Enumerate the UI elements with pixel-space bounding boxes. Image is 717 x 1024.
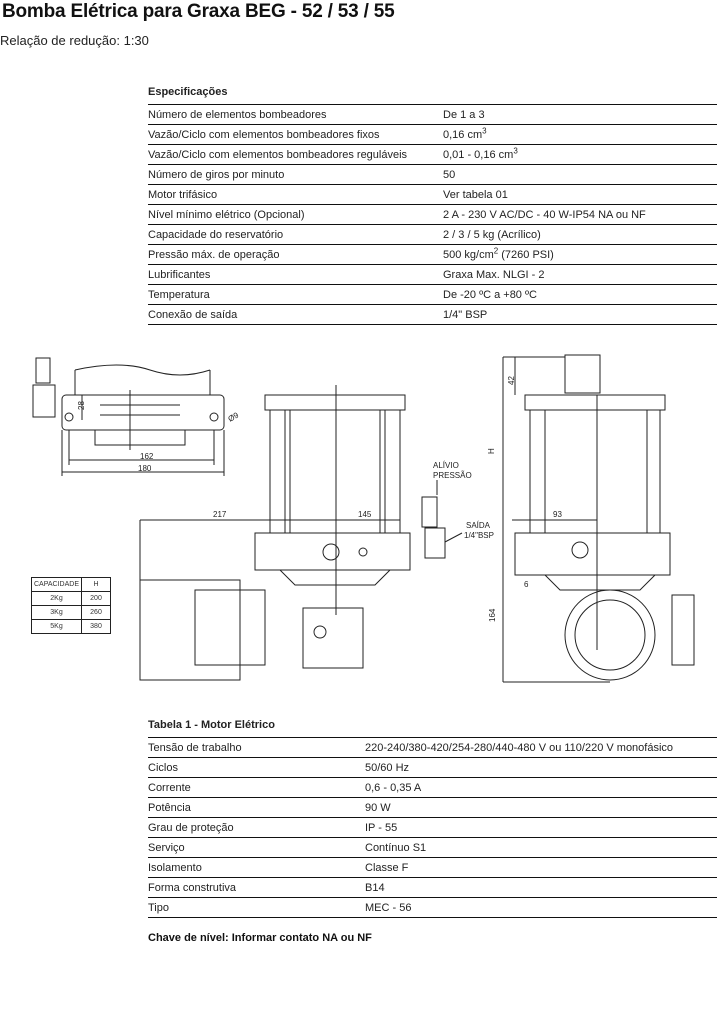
row-label: Nível mínimo elétrico (Opcional) — [148, 208, 305, 221]
row-value: 50/60 Hz — [365, 761, 410, 774]
table-row: Corrente 0,6 - 0,35 A — [148, 777, 717, 797]
row-value: De 1 a 3 — [443, 108, 485, 121]
row-label: Motor trifásico — [148, 188, 218, 201]
row-value: Ver tabela 01 — [443, 188, 508, 201]
dim-hole: Ø9 — [227, 410, 241, 423]
row-label: Pressão máx. de operação — [148, 248, 280, 261]
row-value: De -20 ºC a +80 ºC — [443, 288, 537, 301]
row-value: B14 — [365, 881, 385, 894]
row-label: Forma construtiva — [148, 881, 237, 894]
mounting-plate-view: 162 180 28 Ø9 — [32, 357, 241, 476]
table-row: Potência 90 W — [148, 797, 717, 817]
label-pressao: PRESSÃO — [433, 471, 472, 480]
row-value: 1/4" BSP — [443, 308, 488, 321]
specs-table: Especificações Número de elementos bombe… — [148, 86, 717, 325]
row-label: Tipo — [148, 901, 169, 914]
table-row: Motor trifásico Ver tabela 01 — [148, 184, 717, 204]
row-value: 0,16 cm3 — [443, 125, 487, 141]
technical-drawing: 162 180 28 Ø9 217 145 ALÍVIO PRESSÃO SAÍ… — [32, 354, 695, 683]
row-value: 2 A - 230 V AC/DC - 40 W-IP54 NA ou NF — [443, 208, 646, 221]
row-label: Lubrificantes — [148, 268, 211, 281]
table-row: Serviço Contínuo S1 — [148, 837, 717, 857]
table-row: Tensão de trabalho 220-240/380-420/254-28… — [148, 737, 717, 757]
table-row: Temperatura De -20 ºC a +80 ºC — [148, 284, 717, 304]
specs-caption: Especificações — [148, 86, 228, 98]
row-label: Tensão de trabalho — [148, 741, 242, 754]
cap-cell: 380 — [81, 619, 111, 634]
row-label: Ciclos — [148, 761, 178, 774]
row-label: Vazão/Ciclo com elementos bombeadores fi… — [148, 128, 380, 141]
table-row: Grau de proteção IP - 55 — [148, 817, 717, 837]
dim-162: 162 — [140, 452, 154, 461]
row-label: Vazão/Ciclo com elementos bombeadores re… — [148, 148, 408, 161]
table-row: Pressão máx. de operação 500 kg/cm2 (7260… — [148, 244, 717, 264]
label-alivio: ALÍVIO — [433, 461, 459, 470]
row-label: Grau de proteção — [148, 821, 234, 834]
cap-cell: 2Kg — [31, 591, 82, 606]
motor-table: Tabela 1 - Motor Elétrico Tensão de trab… — [148, 719, 717, 918]
table-row: Isolamento Classe F — [148, 857, 717, 877]
table-row: Número de elementos bombeadores De 1 a 3 — [148, 104, 717, 124]
row-value: 2 / 3 / 5 kg (Acrílico) — [443, 228, 541, 241]
row-label: Capacidade do reservatório — [148, 228, 284, 241]
dim-217: 217 — [213, 510, 227, 519]
subtitle: Relação de redução: 1:30 — [0, 33, 149, 48]
row-label: Número de elementos bombeadores — [148, 108, 327, 121]
dim-145: 145 — [358, 510, 372, 519]
row-value: Graxa Max. NLGI - 2 — [443, 268, 545, 281]
cap-header-h: H — [81, 577, 111, 592]
table-row: Vazão/Ciclo com elementos bombeadores fi… — [148, 124, 717, 144]
pump-side-view: 42 H 164 93 6 — [487, 354, 695, 683]
row-label: Isolamento — [148, 861, 202, 874]
row-value: 0,6 - 0,35 A — [365, 781, 422, 794]
table-row: Nível mínimo elétrico (Opcional) 2 A - 23… — [148, 204, 717, 224]
cap-cell: 260 — [81, 605, 111, 620]
row-label: Potência — [148, 801, 191, 814]
dim-164: 164 — [488, 608, 497, 622]
row-label: Corrente — [148, 781, 191, 794]
row-value: 220-240/380-420/254-280/440-480 V ou 110… — [365, 741, 674, 754]
label-saida: SAÍDA — [466, 521, 491, 530]
label-saida-bsp: 1/4"BSP — [464, 531, 494, 540]
row-value: 0,01 - 0,16 cm3 — [443, 145, 518, 161]
cap-cell: 3Kg — [31, 605, 82, 620]
table-row: Lubrificantes Graxa Max. NLGI - 2 — [148, 264, 717, 284]
table-row: Vazão/Ciclo com elementos bombeadores re… — [148, 144, 717, 164]
page-title: Bomba Elétrica para Graxa BEG - 52 / 53 … — [2, 1, 395, 22]
dim-180: 180 — [138, 464, 152, 473]
row-value: Contínuo S1 — [365, 841, 427, 854]
cap-cell: 5Kg — [31, 619, 82, 634]
dim-28: 28 — [77, 401, 86, 410]
table-row: Conexão de saída 1/4" BSP — [148, 304, 717, 325]
dim-6: 6 — [524, 580, 529, 589]
motor-caption: Tabela 1 - Motor Elétrico — [148, 719, 275, 731]
footer-note: Chave de nível: Informar contato NA ou N… — [148, 932, 372, 944]
dim-h: H — [487, 448, 496, 454]
row-label: Temperatura — [148, 288, 210, 301]
dim-93: 93 — [553, 510, 562, 519]
row-value: IP - 55 — [365, 821, 398, 834]
row-value: 90 W — [365, 801, 391, 814]
table-row: Tipo MEC - 56 — [148, 897, 717, 918]
row-value: MEC - 56 — [365, 901, 412, 914]
row-label: Conexão de saída — [148, 308, 238, 321]
row-value: 50 — [443, 168, 456, 181]
cap-header-capacidade: CAPACIDADE — [31, 577, 82, 592]
row-label: Serviço — [148, 841, 185, 854]
row-label: Número de giros por minuto — [148, 168, 285, 181]
pump-front-view: 217 145 ALÍVIO PRESSÃO SAÍDA 1/4"BSP — [139, 385, 494, 681]
table-row: Número de giros por minuto 50 — [148, 164, 717, 184]
row-value: 500 kg/cm2 (7260 PSI) — [443, 245, 554, 261]
dim-42: 42 — [507, 376, 516, 385]
table-row: Ciclos 50/60 Hz — [148, 757, 717, 777]
table-row: Forma construtiva B14 — [148, 877, 717, 897]
row-value: Classe F — [365, 861, 409, 874]
table-row: Capacidade do reservatório 2 / 3 / 5 kg (… — [148, 224, 717, 244]
cap-cell: 200 — [81, 591, 111, 606]
